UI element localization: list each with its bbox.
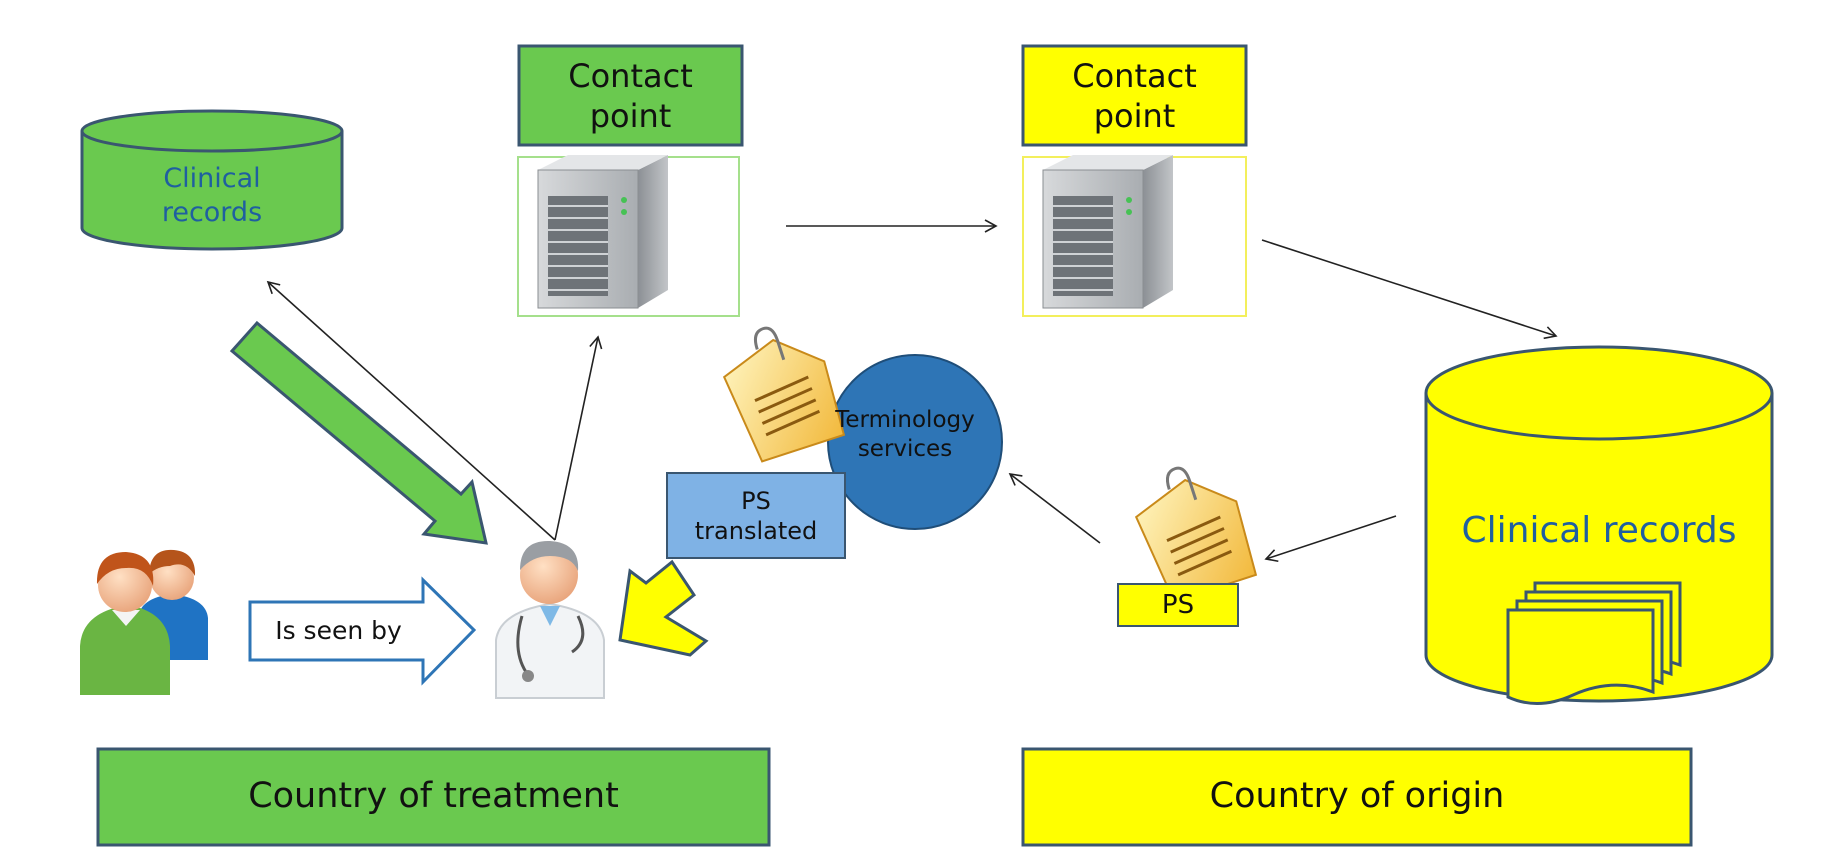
ps-document-icon	[1134, 466, 1258, 603]
is-seen-by-label: Is seen by	[256, 602, 421, 660]
doctor-icon	[495, 540, 605, 699]
ps-translated-line2: translated	[694, 516, 818, 545]
terminology-line2: services	[857, 436, 953, 462]
ps-translated-line1: PS	[741, 486, 771, 515]
left-clinical-records-cylinder	[80, 109, 344, 251]
terminology-services-label: Terminology services	[815, 395, 995, 475]
arrow-contact-to-records	[1261, 239, 1558, 340]
ps-translated-box	[666, 472, 846, 559]
country-of-origin-label: Country of origin	[1023, 749, 1691, 845]
terminology-line1: Terminology	[835, 407, 975, 434]
connector-arrows	[266, 219, 1558, 563]
country-of-treatment-label: Country of treatment	[98, 749, 769, 845]
right-contact-point-line2: point	[1093, 96, 1176, 135]
country-of-origin-bar	[1021, 747, 1693, 847]
country-of-origin-text: Country of origin	[1209, 776, 1505, 817]
right-server-icon	[1022, 155, 1247, 317]
left-contact-point-line1: Contact	[568, 56, 693, 95]
ps-label: PS	[1118, 584, 1238, 626]
green-flow-arrow	[229, 320, 488, 545]
arrow-doctor-to-contact	[554, 335, 603, 541]
patients-icon	[80, 549, 208, 695]
is-seen-by-arrow	[248, 576, 477, 686]
ps-translated-label: PS translated	[667, 473, 845, 558]
arrow-ps-to-terminology	[1008, 472, 1101, 544]
right-contact-point-line1: Contact	[1072, 56, 1197, 95]
right-clinical-records-text: Clinical records	[1461, 509, 1737, 551]
left-contact-point-box	[517, 44, 744, 147]
right-clinical-records-label: Clinical records	[1426, 500, 1772, 560]
left-clinical-records-line1: Clinical	[163, 163, 261, 195]
is-seen-by-text: Is seen by	[275, 616, 402, 646]
document-stack-icon	[1506, 581, 1682, 706]
ps-text: PS	[1161, 589, 1195, 620]
country-of-treatment-text: Country of treatment	[248, 776, 619, 817]
left-server-icon	[517, 155, 740, 317]
right-contact-point-label: Contact point	[1023, 46, 1246, 145]
left-contact-point-line2: point	[589, 96, 672, 135]
document-icon	[722, 326, 846, 463]
terminology-services-circle	[827, 354, 1003, 530]
left-clinical-records-label: Clinical records	[82, 156, 342, 236]
ps-box	[1117, 583, 1239, 627]
left-clinical-records-line2: records	[161, 197, 263, 228]
arrow-doctor-to-records	[266, 280, 556, 541]
right-contact-point-box	[1021, 44, 1248, 147]
arrow-records-to-ps	[1264, 515, 1397, 563]
yellow-flow-arrow	[618, 559, 709, 657]
country-of-treatment-bar	[96, 747, 771, 847]
left-contact-point-label: Contact point	[519, 46, 742, 145]
